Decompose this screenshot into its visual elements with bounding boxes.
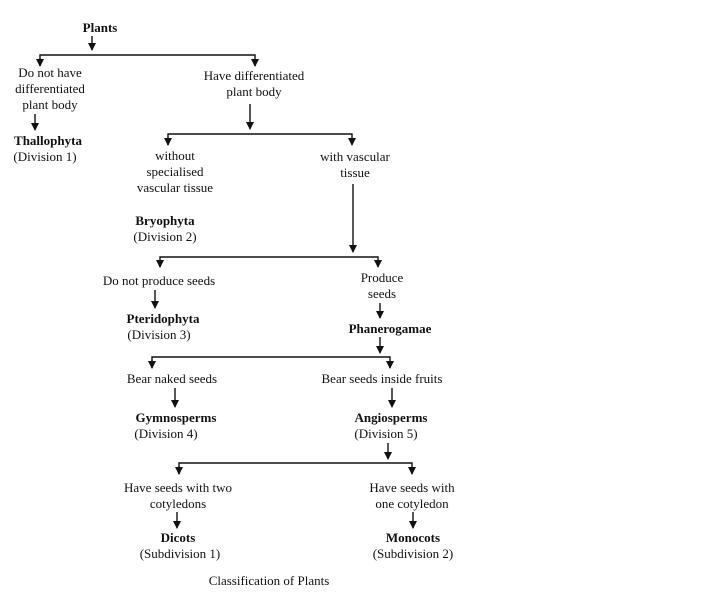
node-gymnosperms: Gymnosperms (136, 410, 217, 425)
node-bryophyta: Bryophyta (135, 213, 195, 228)
connector-line (167, 133, 356, 146)
node-label-line: Plants (83, 20, 118, 35)
node-angiosperms-division: (Division 5) (354, 426, 417, 441)
node-label-line: (Subdivision 2) (373, 546, 454, 561)
node-pteridophyta: Pteridophyta (127, 311, 200, 326)
node-label-line: without (155, 148, 195, 163)
node-label-line: Pteridophyta (127, 311, 200, 326)
node-angiosperms: Angiosperms (355, 410, 428, 425)
node-label-line: plant body (22, 97, 78, 112)
node-label-line: Bear seeds inside fruits (322, 371, 443, 386)
node-label-line: Bear naked seeds (127, 371, 217, 386)
node-seeds-inside-fruits: Bear seeds inside fruits (322, 371, 443, 386)
node-label-line: Gymnosperms (136, 410, 217, 425)
node-label-line: (Division 2) (133, 229, 196, 244)
node-bryophyta-division: (Division 2) (133, 229, 196, 244)
node-label-line: Angiosperms (355, 410, 428, 425)
node-label-line: Do not have (18, 65, 82, 80)
connector-lines (31, 36, 417, 529)
connector-line (159, 256, 382, 268)
node-label-line: Thallophyta (14, 133, 82, 148)
node-label-line: with vascular (320, 149, 390, 164)
node-label-line: Have seeds with (369, 480, 455, 495)
node-label-line: Do not produce seeds (103, 273, 215, 288)
node-dicots: Dicots (161, 530, 196, 545)
connector-line (178, 462, 416, 475)
node-label-line: Bryophyta (135, 213, 195, 228)
node-label-line: (Division 3) (127, 327, 190, 342)
node-label-line: (Subdivision 1) (140, 546, 221, 561)
node-label-line: cotyledons (150, 496, 206, 511)
node-label-line: vascular tissue (137, 180, 213, 195)
connector-line (151, 356, 394, 369)
node-label-line: Have differentiated (204, 68, 305, 83)
node-thallophyta: Thallophyta (14, 133, 82, 148)
node-phanerogamae: Phanerogamae (349, 321, 432, 336)
node-label-line: (Division 1) (13, 149, 76, 164)
node-plants: Plants (83, 20, 118, 35)
node-thallophyta-division: (Division 1) (13, 149, 76, 164)
node-label-line: Have seeds with two (124, 480, 232, 495)
node-pteridophyta-division: (Division 3) (127, 327, 190, 342)
node-label-line: Dicots (161, 530, 196, 545)
node-naked-seeds: Bear naked seeds (127, 371, 217, 386)
node-label-line: tissue (340, 165, 370, 180)
node-dicots-subdivision: (Subdivision 1) (140, 546, 221, 561)
node-no-seeds: Do not produce seeds (103, 273, 215, 288)
node-label-line: Produce (361, 270, 404, 285)
node-monocots: Monocots (386, 530, 440, 545)
node-label-line: Phanerogamae (349, 321, 432, 336)
node-label-line: differentiated (15, 81, 85, 96)
node-label-line: specialised (146, 164, 204, 179)
diagram-caption: Classification of Plants (209, 573, 330, 588)
node-label-line: (Division 4) (134, 426, 197, 441)
node-gymnosperms-division: (Division 4) (134, 426, 197, 441)
node-label-line: (Division 5) (354, 426, 417, 441)
node-label-line: plant body (226, 84, 282, 99)
node-label-line: Monocots (386, 530, 440, 545)
node-label-line: one cotyledon (375, 496, 449, 511)
node-label-line: seeds (368, 286, 396, 301)
node-monocots-subdivision: (Subdivision 2) (373, 546, 454, 561)
